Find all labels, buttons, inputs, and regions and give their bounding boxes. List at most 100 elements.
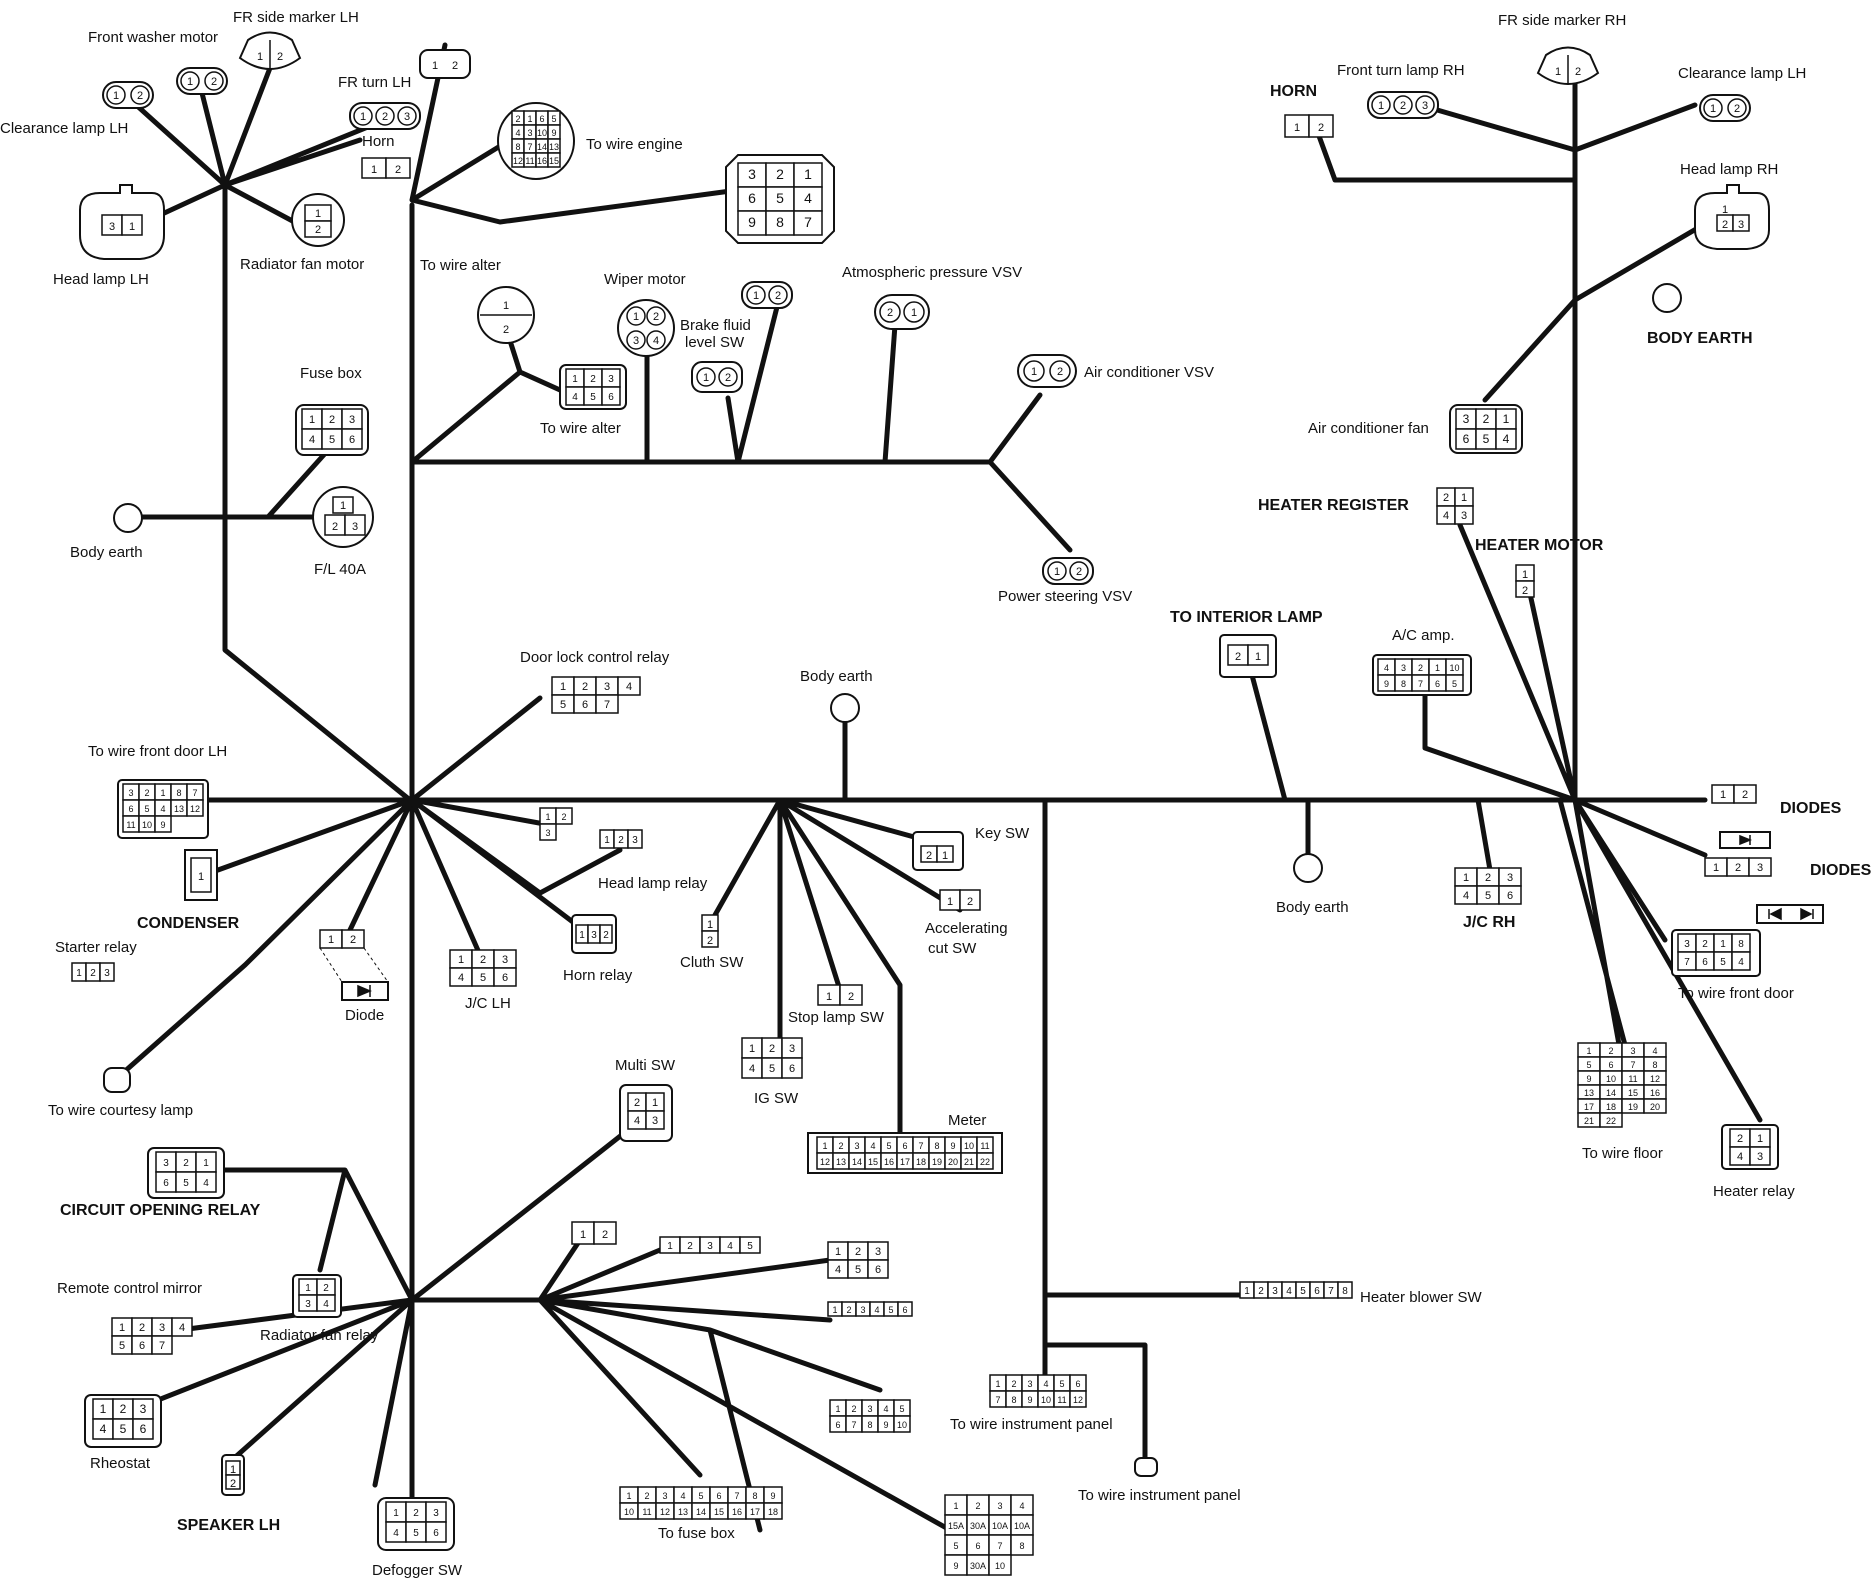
diodes-2pin-connector[interactable]: 1 2: [1711, 784, 1757, 804]
head-lamp-rh-connector[interactable]: 1 2 3: [1694, 184, 1770, 250]
label-jc-rh: J/C RH: [1463, 914, 1515, 931]
atmospheric-pressure-vsv-connector[interactable]: 2 1: [874, 294, 930, 330]
label-fuse-box: Fuse box: [300, 365, 362, 382]
fr-side-marker-rh-connector[interactable]: 1 2: [1536, 46, 1600, 85]
pin: 6: [1314, 1286, 1320, 1297]
pin: 2: [90, 968, 96, 979]
diodes-component-lower[interactable]: [1756, 904, 1824, 924]
lower-2pin-connector[interactable]: 1 2: [571, 1221, 617, 1245]
diode-lh-component[interactable]: 1 2: [319, 929, 389, 1001]
pin: 7: [734, 1491, 739, 1501]
air-conditioner-vsv-connector[interactable]: 1 2: [1017, 354, 1077, 388]
radiator-fan-motor-connector[interactable]: 1 2: [291, 193, 345, 247]
power-steering-vsv-connector[interactable]: 1 2: [1042, 557, 1094, 585]
pin-cell: [1495, 428, 1517, 450]
fr-turn-lh-connector[interactable]: 1 2 3: [349, 102, 421, 130]
clearance-lamp-rh-connector[interactable]: 1 2: [1699, 94, 1751, 122]
to-interior-lamp-connector[interactable]: 2 1: [1219, 634, 1277, 678]
pin: 3: [1738, 219, 1744, 231]
pin: 5: [888, 1305, 893, 1315]
pin: 1: [560, 681, 566, 693]
pin: 10: [1449, 663, 1459, 673]
pin: 2: [1011, 1379, 1016, 1389]
pin: 16: [537, 156, 547, 166]
wiper-motor-connector[interactable]: 1 2 3 4: [617, 299, 675, 357]
clearance-lamp-lh-connector[interactable]: 1 2: [102, 81, 154, 109]
pin: 1: [100, 1402, 107, 1416]
head-lamp-lh-connector[interactable]: 3 1: [79, 184, 165, 260]
to-wire-engine-top-connector[interactable]: 1 2: [419, 49, 471, 79]
stop-lamp-sw-connector[interactable]: 1 2: [817, 984, 863, 1006]
label-heater-blower-sw: Heater blower SW: [1360, 1289, 1483, 1306]
diodes-3pin-connector[interactable]: 1 2 3: [1704, 857, 1772, 877]
label-to-wire-floor: To wire floor: [1582, 1145, 1663, 1162]
body-earth-right-terminal[interactable]: [1293, 853, 1323, 883]
fl-40a-connector[interactable]: 1 2 3: [312, 486, 374, 548]
body-earth-left-terminal[interactable]: [113, 503, 143, 533]
wire-lower-center-star: [409, 1237, 953, 1533]
accelerating-cut-sw-connector[interactable]: 1 2: [939, 889, 981, 911]
clutch-sw-connector[interactable]: 1 2: [701, 914, 719, 948]
horn-lh-connector[interactable]: 1 2: [361, 157, 411, 179]
pin-cell: [601, 386, 621, 406]
to-wire-alter-connector[interactable]: 1 2: [477, 286, 535, 344]
pin: 1: [257, 51, 263, 63]
speaker-lh-connector[interactable]: 1 2: [221, 1454, 245, 1496]
body-earth-rh-terminal[interactable]: [1652, 283, 1682, 313]
to-wire-courtesy-lamp-connector[interactable]: [103, 1067, 131, 1093]
front-washer-motor-connector[interactable]: 1 2: [176, 67, 228, 95]
pin: 4: [653, 335, 659, 347]
pin-cell: [1454, 505, 1474, 525]
body-earth-center-terminal[interactable]: [830, 693, 860, 723]
pin-cell: [595, 694, 619, 714]
pin: 2: [590, 374, 596, 385]
horn-rh-connector[interactable]: 1 2: [1284, 114, 1334, 138]
pin: 3: [867, 1404, 872, 1414]
front-turn-lamp-rh-connector[interactable]: 1 2 3: [1367, 91, 1439, 119]
pin: 11: [126, 820, 135, 830]
to-wire-instrument-panel-plug[interactable]: [1134, 1457, 1158, 1477]
key-sw-connector[interactable]: 2 1: [912, 831, 964, 871]
condenser-connector[interactable]: 1: [184, 849, 218, 901]
brake-fluid-level-sw-connector[interactable]: 1 2: [691, 361, 743, 393]
heater-motor-connector[interactable]: 1 2: [1515, 564, 1535, 598]
diodes-component-upper[interactable]: [1719, 831, 1771, 849]
top-2pin-connector[interactable]: 1 2: [741, 281, 793, 309]
pin: 13: [1584, 1088, 1594, 1098]
fr-side-marker-lh-connector[interactable]: 1 2: [238, 31, 302, 70]
